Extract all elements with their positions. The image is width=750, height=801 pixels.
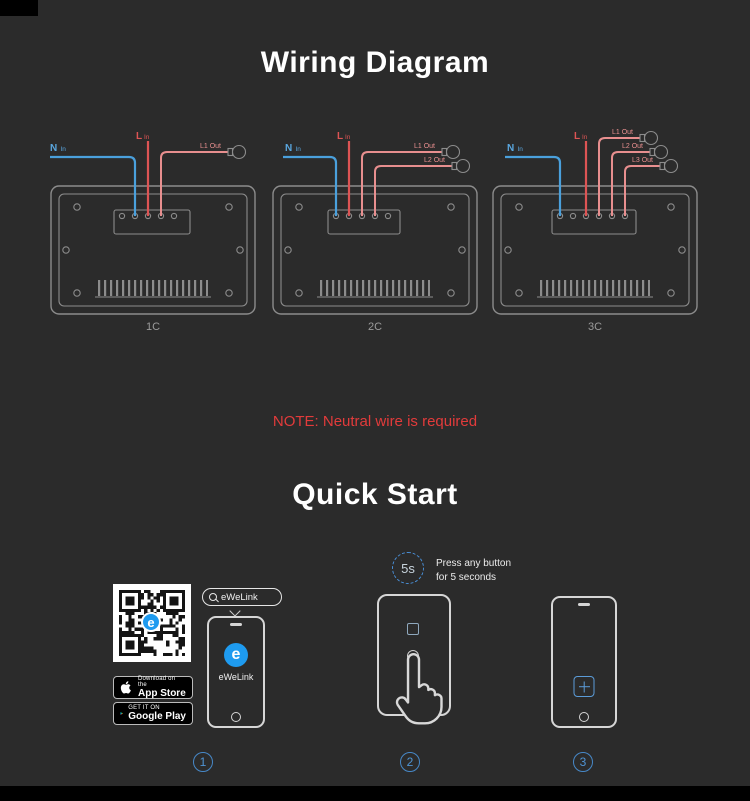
step-3-number: 3 [573,752,593,772]
phone-step1: e eWeLink [207,616,265,728]
neutral-wire [505,155,562,216]
bulb-icon [227,144,247,160]
switch-body [493,186,697,314]
wiring-title: Wiring Diagram [260,46,490,79]
press-instruction-line1: Press any button [436,558,512,569]
out-label-2: L2 Out [622,143,643,150]
search-text: eWeLink [221,591,258,603]
terminal-block [327,209,401,235]
chevron-down-icon [229,605,241,617]
neutral-wire-note: NOTE: Neutral wire is required [272,413,478,430]
wiring-diagram-1c: N In L In L1 Out 1C [50,131,255,333]
neutral-sub-label: In [518,146,524,153]
out-label-1: L1 Out [612,129,633,136]
out-wire-1 [598,137,640,216]
ewelink-app-icon: e [224,643,248,667]
bulb-icon [659,158,679,174]
phone-speaker [230,623,242,626]
wiring-diagrams: N In L In L1 Out 1C N In L In [0,129,750,333]
diagram-caption: 2C [368,321,382,333]
phone-home-button [231,712,241,722]
bottom-bar [0,786,750,801]
qr-code [113,584,191,662]
googleplay-badge[interactable]: GET IT ON Google Play [113,702,193,725]
appstore-badge[interactable]: Download on the App Store [113,676,193,699]
qr-modules [119,590,185,656]
appstore-badge-top-text: Download on the [137,675,176,688]
out-label-1: L1 Out [414,143,435,150]
googleplay-badge-top-text: GET IT ON [128,704,160,711]
out-label-2: L2 Out [424,157,445,164]
neutral-sub-label: In [61,146,67,153]
step-1-number: 1 [193,752,213,772]
add-device-button[interactable] [573,676,595,697]
diagram-caption: 3C [588,321,602,333]
live-sub-label: In [345,134,351,141]
press-instruction: Press any button for 5 seconds [436,557,511,584]
app-name-label: eWeLink [218,672,254,682]
live-sub-label: In [582,134,588,141]
panel-button-1[interactable] [407,623,419,635]
neutral-label: N [50,143,57,154]
quickstart-title: Quick Start [292,478,458,511]
out-wire-1 [160,151,228,216]
neutral-wire [50,155,137,216]
out-wire-2 [611,151,650,216]
step-2-number: 2 [400,752,420,772]
live-sub-label: In [144,134,150,141]
out-wire-1 [361,151,442,216]
terminal-block [551,209,637,235]
google-play-icon [120,712,123,715]
phone-step3 [551,596,617,728]
hand-icon [395,653,443,725]
press-instruction-line2: for 5 seconds [436,571,497,583]
wiring-diagram-3c: N In L In L1 Out L2 Out L3 Out 3C [493,129,697,333]
wiring-diagram-2c: N In L In L1 Out L2 Out 2C [273,131,477,333]
top-left-black-patch [0,0,38,16]
out-wire-3 [624,165,660,216]
neutral-label: N [285,143,292,154]
live-label: L [574,131,580,142]
timer-5s-badge: 5s [392,552,424,584]
neutral-wire [283,155,338,216]
phone-speaker [578,603,590,606]
app-search-box[interactable]: eWeLink [202,588,282,606]
out-label-1: L1 Out [200,143,221,150]
phone-home-button [579,712,589,722]
neutral-sub-label: In [296,146,302,153]
ewelink-logo-icon: e [141,612,161,632]
diagram-caption: 1C [146,321,160,333]
bulb-icon [451,158,471,174]
googleplay-badge-bottom-text: Google Play [128,711,186,723]
neutral-label: N [507,143,514,154]
live-label: L [337,131,343,142]
switch-body [51,186,255,314]
out-label-3: L3 Out [632,157,653,164]
appstore-badge-bottom-text: App Store [137,688,186,700]
live-label: L [136,131,142,142]
out-wire-2 [374,165,452,216]
apple-icon [120,681,131,694]
search-icon [209,593,217,601]
terminal-block [113,209,191,235]
